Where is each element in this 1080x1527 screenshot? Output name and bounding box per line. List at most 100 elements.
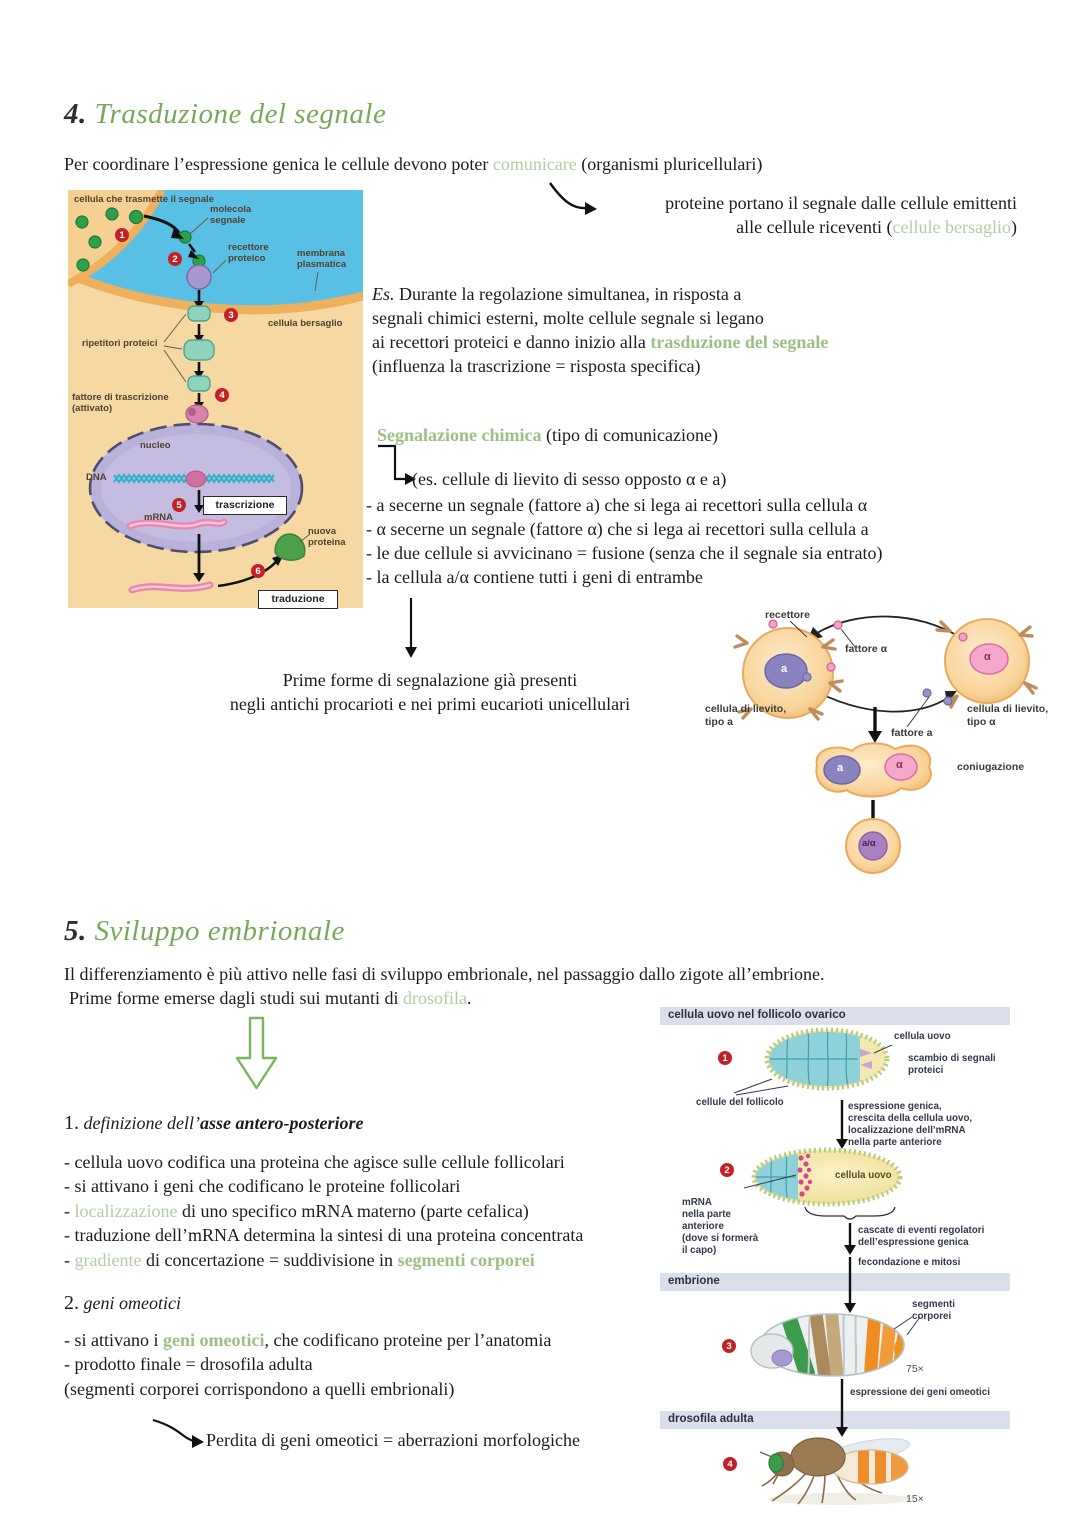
magnification-15: 15× <box>906 1493 924 1505</box>
s5-p2-pre: Prime forme emerse dagli studi sui mutan… <box>69 988 403 1009</box>
example-line3: ai recettori proteici e danno inizio all… <box>372 330 942 354</box>
axis-bullet-3: - localizzazione di uno specifico mRNA m… <box>64 1199 684 1223</box>
chemical-signaling-post: (tipo di comunicazione) <box>541 425 718 445</box>
target-cell-label: cellula bersaglio <box>268 318 343 329</box>
section-4-intro: Per coordinare l’espressione genica le c… <box>64 152 1024 176</box>
intro-highlight: comunicare <box>492 154 577 174</box>
sub1-italic: definizione dell’ <box>79 1113 200 1133</box>
protein-note-line2: alle cellule riceventi (cellule bersagli… <box>597 215 1017 239</box>
new-protein-label: nuova proteina <box>308 526 346 549</box>
early-signaling-line1: Prime forme di segnalazione già presenti <box>282 670 578 690</box>
hb1-post: , che codificano proteine per l’anatomia <box>264 1330 552 1350</box>
receptor-prongs <box>733 634 844 721</box>
dro-step-1: 1 <box>718 1051 732 1065</box>
early-signaling-note: Prime forme di segnalazione già presenti… <box>185 668 675 716</box>
subsection-2-heading: 2. geni omeotici <box>64 1292 181 1315</box>
mrna-anterior-label: mRNA nella parte anteriore (dove si form… <box>682 1197 759 1256</box>
section-5-number: 5. <box>64 915 87 947</box>
yeast-conjugation-art <box>733 615 1038 874</box>
step-badge-1: 1 <box>115 228 129 242</box>
factor-a-molecules <box>802 672 953 706</box>
nucleus-alpha-letter: α <box>984 651 991 663</box>
fused-a-letter: a <box>837 762 844 774</box>
mrna-label: mRNA <box>144 512 174 523</box>
axis-bullet-5-mid: di concertazione = suddivisione in <box>141 1249 398 1270</box>
axis-bullet-1: - cellula uovo codifica una proteina che… <box>64 1152 565 1172</box>
signal-exchange-label: scambio di segnali proteici <box>908 1053 996 1076</box>
step-badge-3: 3 <box>224 308 238 322</box>
s5-paragraph-2: Prime forme emerse dagli studi sui mutan… <box>64 986 1054 1010</box>
axis-bullet-5: - gradiente di concertazione = suddivisi… <box>64 1248 684 1272</box>
hb1-pre: - si attivano i <box>64 1330 163 1350</box>
es-abbr: Es. <box>372 284 395 304</box>
drosophila-development-diagram: cellula uovo nel follicolo ovarico cellu… <box>660 1005 1010 1527</box>
protein-note: proteine portano il segnale dalle cellul… <box>597 191 1017 239</box>
embryo-header: embrione <box>668 1275 720 1287</box>
example-paragraph: Es. Durante la regolazione simultanea, i… <box>372 282 942 378</box>
section-5-heading: 5. Sviluppo embrionale <box>64 915 345 948</box>
membrane-label: membrana plasmatica <box>297 248 347 271</box>
yeast-cell-a-label: cellula di lievito, tipo a <box>705 703 787 728</box>
body-segments-label: segmenti corporei <box>912 1299 956 1322</box>
receptor-label: recettore proteico <box>228 242 269 265</box>
yeast-bullet-1: - a secerne un segnale (fattore a) che s… <box>366 495 868 515</box>
dro-step-3: 3 <box>722 1339 736 1353</box>
homeotic-bullet-2: - prodotto finale = drosofila adulta <box>64 1354 313 1375</box>
homeotic-bullet-3: (segmenti corporei corrispondono a quell… <box>64 1378 455 1399</box>
dro-step-2: 2 <box>720 1163 734 1177</box>
relay-proteins-label: ripetitori proteici <box>82 338 158 349</box>
factor-alpha-molecules <box>768 619 968 672</box>
yeast-bullet-2: - α secerne un segnale (fattore α) che s… <box>366 519 869 540</box>
axis-bullet-4: - traduzione dell’mRNA determina la sint… <box>64 1225 584 1246</box>
egg-cell-label-2: cellula uovo <box>835 1170 892 1181</box>
sub1-bold: asse antero-posteriore <box>199 1113 364 1133</box>
yeast-example-line: (es. cellule di lievito di sesso opposto… <box>412 469 727 489</box>
yeast-bullet-3: - le due cellule si avvicinano = fusione… <box>366 543 883 564</box>
axis-bullet-2: - si attivano i geni che codificano le p… <box>64 1176 461 1197</box>
axis-bullet-5-highlight-a: gradiente <box>74 1249 142 1270</box>
transcription-factor-label: fattore di trascrizione (attivato) <box>72 392 169 415</box>
es-line3-highlight: trasduzione del segnale <box>650 332 829 353</box>
s5-p2-highlight: drosofila <box>402 988 467 1009</box>
factor-alpha-label: fattore α <box>845 643 888 655</box>
egg-cell-label-1: cellula uovo <box>894 1031 951 1042</box>
axis-bullet-list: - cellula uovo codifica una proteina che… <box>64 1150 684 1272</box>
drosophila-development-art <box>660 1007 1010 1505</box>
dna-label: DNA <box>86 472 107 483</box>
intro-text-post: (organismi pluricellulari) <box>576 154 763 174</box>
curved-arrow-2-icon <box>152 1418 204 1448</box>
homeotic-bullet-1: - si attivano i geni omeotici, che codif… <box>64 1328 684 1352</box>
note-l2-highlight: cellule bersaglio <box>892 217 1011 238</box>
curved-arrow-icon <box>549 182 597 215</box>
adult-drosophila-header: drosofila adulta <box>668 1413 754 1425</box>
final-nucleus-letter: a/α <box>862 838 876 849</box>
ovarian-follicle-header: cellula uovo nel follicolo ovarico <box>668 1009 846 1021</box>
s5-paragraph-1: Il differenziamento è più attivo nelle f… <box>64 964 825 984</box>
signal-transduction-diagram: cellula che trasmette il segnale molecol… <box>68 190 363 609</box>
signal-molecule-label: molecola segnale <box>210 204 252 227</box>
step-badge-4: 4 <box>215 388 229 402</box>
step-badge-2: 2 <box>168 252 182 266</box>
yeast-cell-alpha-label: cellula di lievito, tipo α <box>967 703 1049 728</box>
sender-cell-label: cellula che trasmette il segnale <box>74 194 214 205</box>
relay-proteins <box>183 305 215 392</box>
dash-3: - <box>64 1200 75 1221</box>
section-4-heading: 4. Trasduzione del segnale <box>64 98 386 131</box>
yeast-receptor-label: recettore <box>765 609 810 621</box>
factor-a-label: fattore a <box>891 727 933 739</box>
bracket-arrow-icon <box>378 444 416 485</box>
example-line1: Es. Durante la regolazione simultanea, i… <box>372 282 942 306</box>
chemical-signaling-line: Segnalazione chimica (tipo di comunicazi… <box>377 423 718 447</box>
follicle-cells-label: cellule del follicolo <box>696 1097 784 1108</box>
homeotic-highlight: geni omeotici <box>162 1330 265 1350</box>
arrow2-caption: cascate di eventi regolatori dell’espres… <box>858 1225 985 1248</box>
dash-5: - <box>64 1249 75 1270</box>
green-block-arrow-icon <box>235 1016 278 1090</box>
arrow1-caption: espressione genica, crescita della cellu… <box>848 1101 973 1148</box>
homeotic-loss-note: Perdita di geni omeotici = aberrazioni m… <box>206 1430 581 1450</box>
s5-p2-post: . <box>466 988 472 1009</box>
section-4-number: 4. <box>64 98 87 130</box>
yeast-bullet-4: - la cellula a/α contiene tutti i geni d… <box>366 567 703 588</box>
dro-step-4: 4 <box>723 1457 737 1471</box>
